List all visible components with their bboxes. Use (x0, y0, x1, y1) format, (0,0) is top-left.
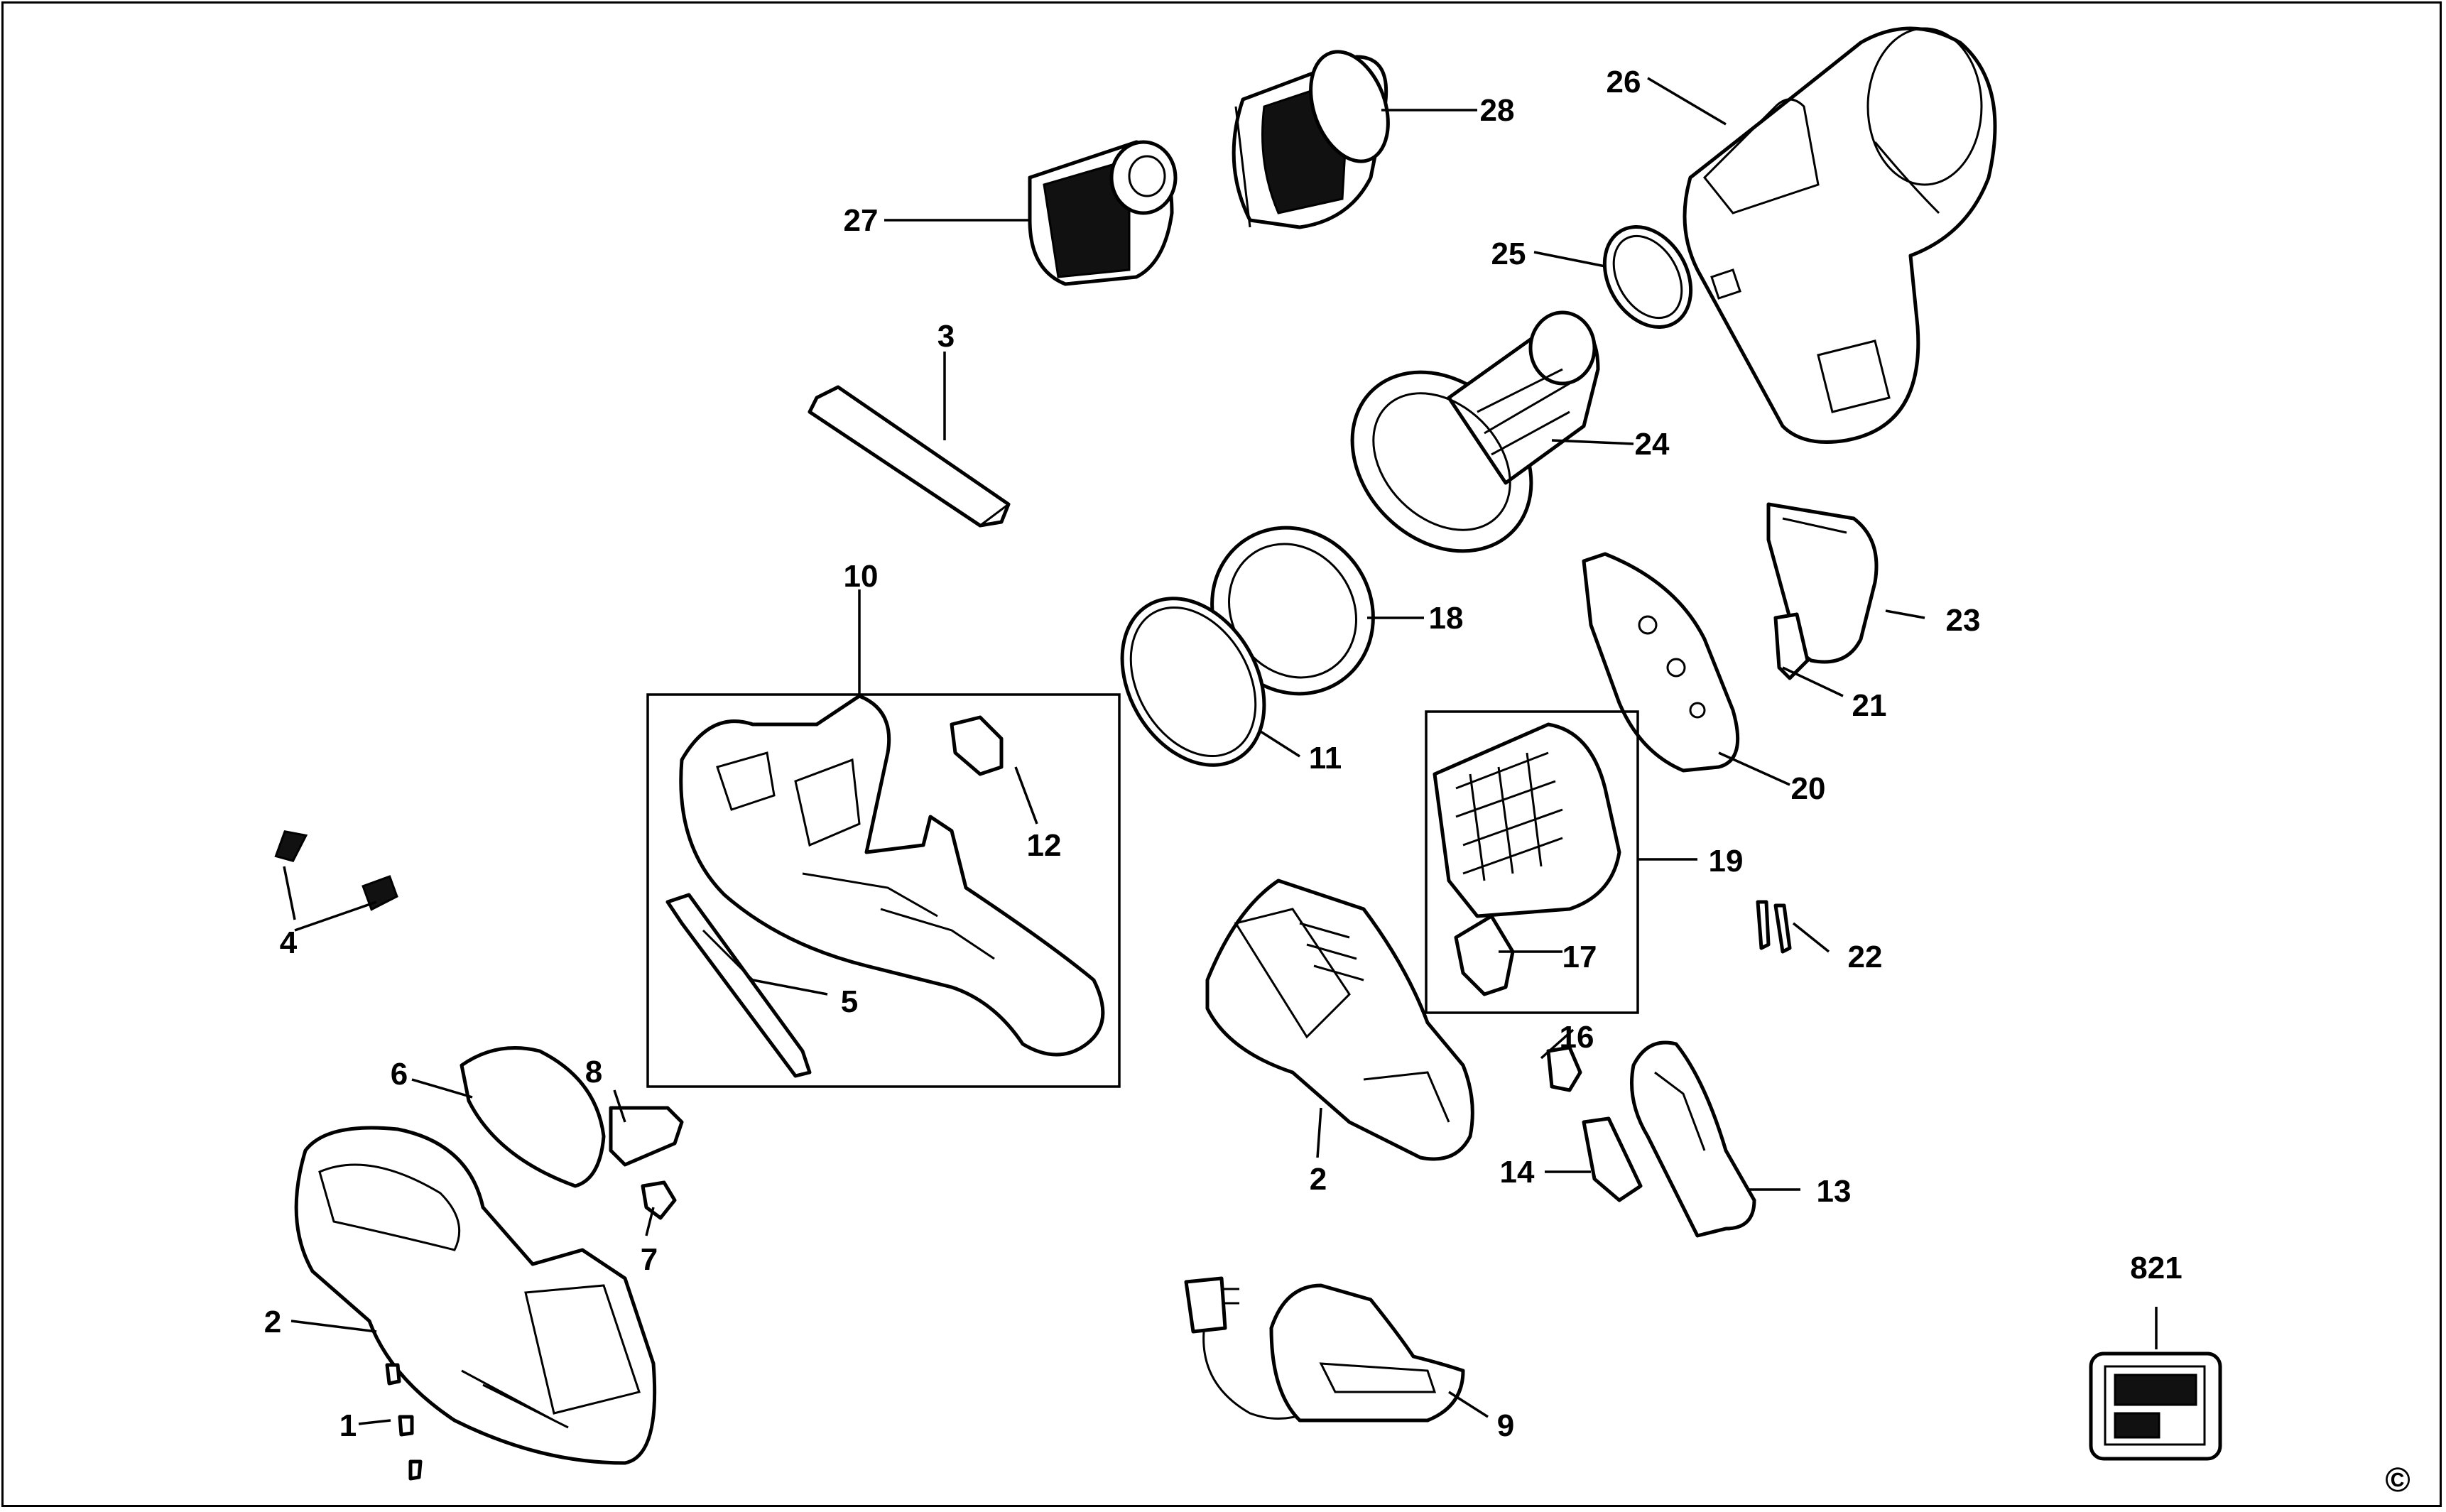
callout-10: 10 (844, 559, 879, 594)
part-21-latch (1773, 612, 1810, 680)
part-28-filter (1232, 50, 1390, 229)
callout-7: 7 (641, 1242, 658, 1277)
part-26-dust-bowl (1683, 26, 1997, 444)
part-6-flap (460, 1046, 606, 1188)
part-16-button (1546, 1045, 1582, 1092)
callout-17: 17 (1562, 940, 1597, 974)
part-10-motor-housing (679, 694, 1105, 1057)
copyright-mark: © (2385, 1462, 2410, 1499)
callout-8: 8 (585, 1055, 602, 1089)
callout-22: 22 (1848, 940, 1883, 974)
part-5-switch-lever (665, 893, 812, 1078)
callout-3: 3 (937, 319, 955, 354)
callout-25: 25 (1491, 236, 1526, 271)
callout-24: 24 (1635, 427, 1670, 462)
callout-11: 11 (1309, 741, 1342, 776)
part-27-filter (1028, 140, 1178, 286)
callout-28: 28 (1480, 93, 1515, 128)
part-20-handle-cover (1582, 552, 1740, 773)
callout-13: 13 (1817, 1174, 1852, 1209)
callout-27: 27 (844, 203, 879, 238)
callout-2-center: 2 (1310, 1162, 1327, 1197)
part-19-group-box (1425, 710, 1639, 1014)
part-9-charger-base (1184, 1276, 1465, 1423)
part-25-seal (1602, 224, 1693, 330)
callout-20: 20 (1791, 771, 1826, 806)
callout-26: 26 (1607, 65, 1641, 99)
callout-5: 5 (841, 984, 858, 1019)
part-3-strip (808, 385, 1011, 528)
part-12-switch (950, 715, 1004, 776)
part-7-spring (641, 1180, 677, 1220)
part-17-contact-clip (1454, 914, 1515, 996)
leader-lines (283, 77, 2158, 1425)
part-14-switch-module (1582, 1116, 1643, 1202)
callout-21: 21 (1852, 688, 1887, 723)
callout-2-left: 2 (264, 1305, 281, 1339)
part-24-motor-assembly (1350, 310, 1600, 553)
callout-labels: 28 26 27 25 3 24 10 18 23 21 11 20 12 19… (264, 65, 2410, 1499)
part-22-screws (1756, 900, 1792, 954)
callout-16: 16 (1560, 1020, 1594, 1055)
part-1-screws (385, 1363, 423, 1481)
callout-821: 821 (2130, 1251, 2182, 1285)
part-10-group-box (646, 693, 1121, 1088)
callout-9: 9 (1497, 1408, 1514, 1443)
callout-6: 6 (391, 1057, 408, 1092)
part-2-housing-left (294, 1126, 657, 1465)
callout-1: 1 (339, 1408, 357, 1443)
part-8-release-button (609, 1106, 684, 1167)
part-13-handle-grip (1630, 1040, 1756, 1238)
callout-23: 23 (1946, 603, 1981, 638)
callout-12: 12 (1027, 828, 1062, 863)
part-19-battery-pack (1433, 722, 1621, 918)
callout-18: 18 (1429, 601, 1464, 636)
part-4-spacers (274, 830, 398, 911)
callout-14: 14 (1500, 1155, 1535, 1190)
callout-19: 19 (1709, 844, 1744, 879)
part-11-seal-ring (1120, 597, 1266, 767)
part-2-housing-center (1205, 879, 1474, 1161)
callout-4: 4 (280, 925, 298, 960)
part-821-label (2089, 1351, 2222, 1461)
